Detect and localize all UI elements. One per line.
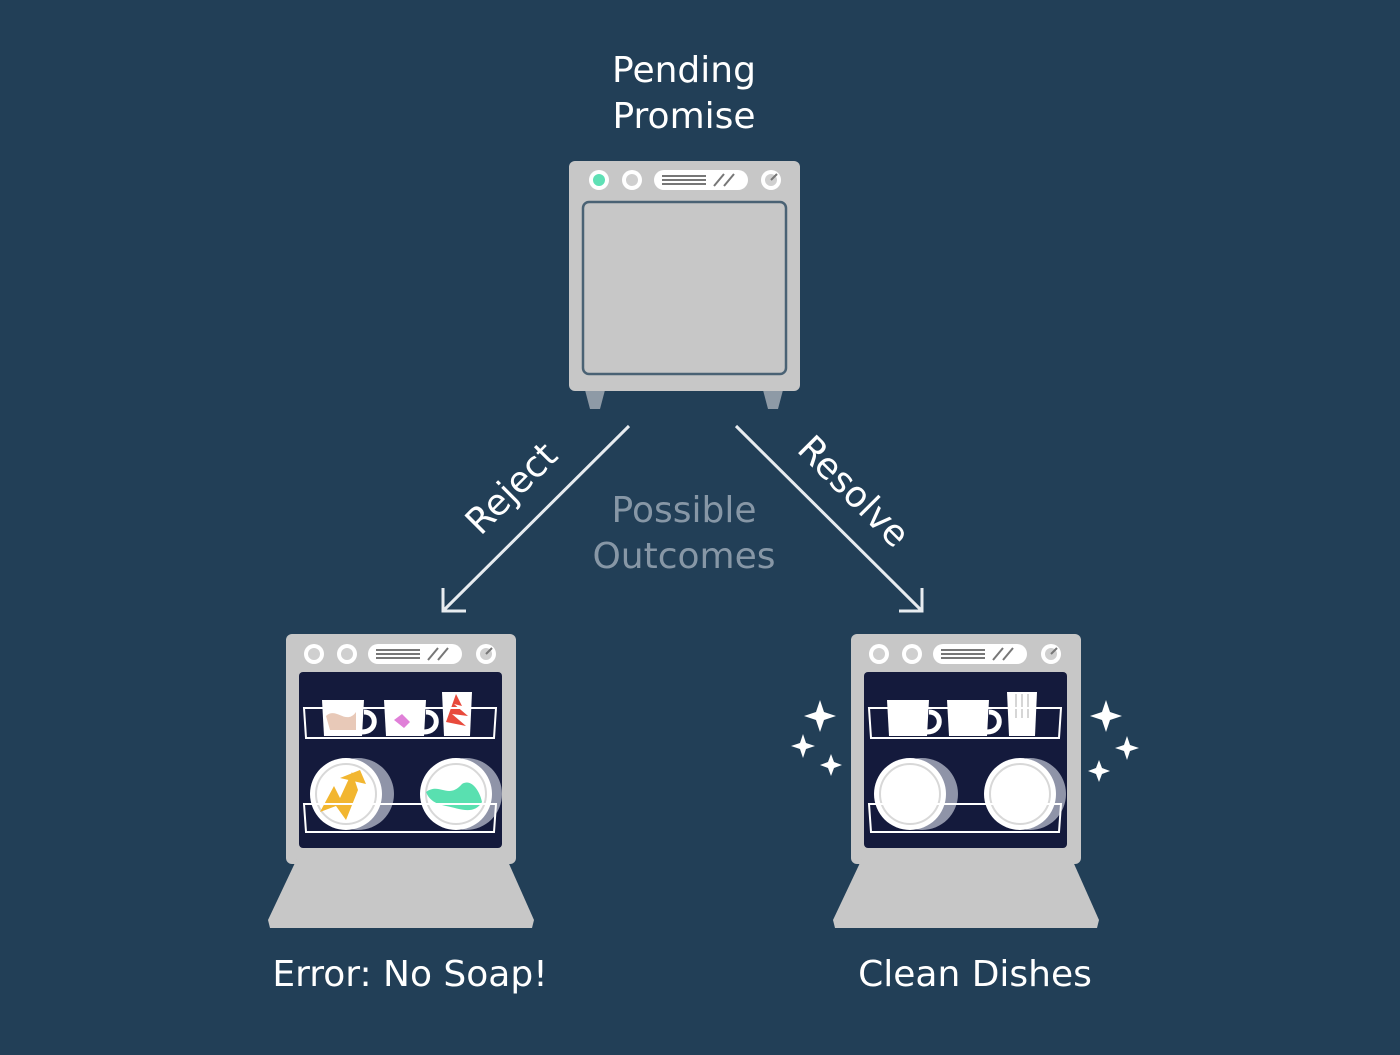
clean-outcome-label: Clean Dishes bbox=[858, 954, 1092, 995]
sparkle-icons-right bbox=[1088, 700, 1139, 782]
sparkle-icons-left bbox=[791, 700, 842, 776]
dirty-dishwasher-icon bbox=[268, 634, 534, 928]
pending-title-line-2: Promise bbox=[612, 96, 756, 137]
pending-promise-title: Pending Promise bbox=[534, 48, 834, 140]
resolve-label: Resolve bbox=[789, 428, 917, 556]
reject-label: Reject bbox=[458, 435, 566, 543]
pending-title-line-1: Pending bbox=[612, 50, 756, 91]
outcomes-line-1: Possible bbox=[611, 490, 757, 531]
resolve-arrow bbox=[734, 424, 924, 613]
possible-outcomes-text: Possible Outcomes bbox=[534, 488, 834, 580]
clean-dishwasher-icon bbox=[833, 634, 1099, 928]
reject-arrow bbox=[441, 424, 631, 613]
error-outcome-label: Error: No Soap! bbox=[272, 954, 548, 995]
pending-dishwasher-icon bbox=[569, 161, 800, 409]
outcomes-line-2: Outcomes bbox=[592, 536, 776, 577]
